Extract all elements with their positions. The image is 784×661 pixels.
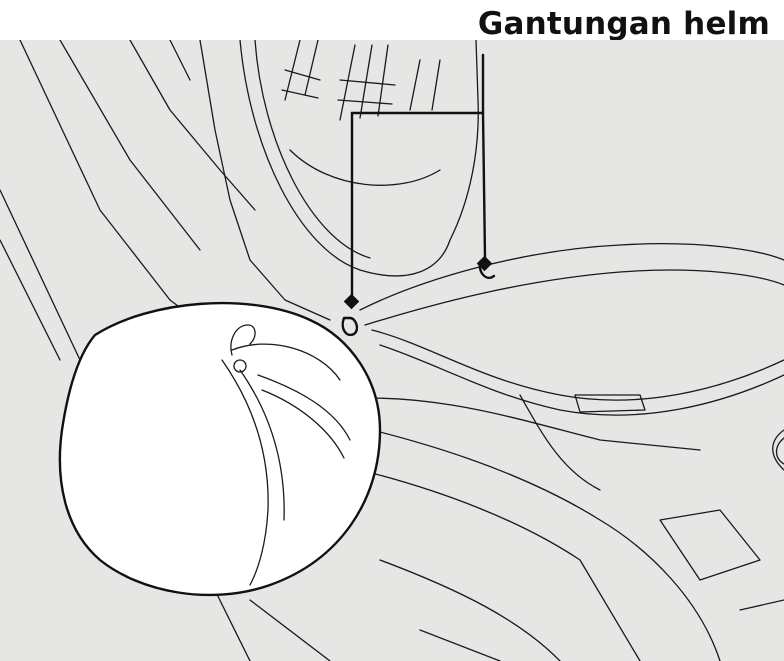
- motorcycle-illustration: [0, 40, 784, 661]
- helmet-holder-label: Gantungan helm: [478, 6, 770, 42]
